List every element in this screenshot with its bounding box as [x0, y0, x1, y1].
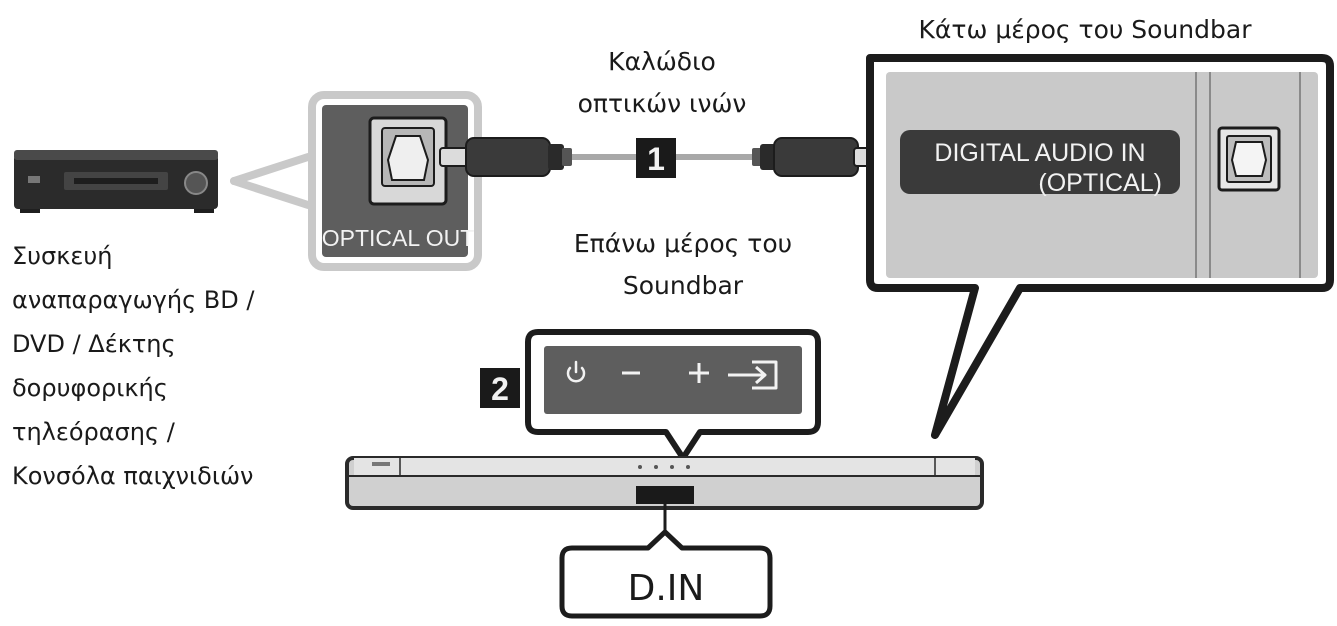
- soundbar-illustration: [345, 456, 984, 510]
- digital-audio-in-label-line2: (OPTICAL): [1038, 169, 1162, 197]
- top-of-soundbar-label-line2: Soundbar: [623, 271, 744, 300]
- bd-player-illustration: [14, 150, 218, 213]
- power-icon: [566, 360, 586, 383]
- step-1-number: 1: [647, 141, 665, 177]
- device-line-3: DVD / Δέκτης: [12, 330, 176, 358]
- device-line-2: αναπαραγωγής BD /: [12, 286, 255, 314]
- soundbar-controls-callout: [525, 329, 821, 461]
- optical-cable: [439, 137, 885, 177]
- step-2-badge: 2: [480, 368, 520, 408]
- device-line-1: Συσκευή: [12, 242, 112, 270]
- device-description: Συσκευή αναπαραγωγής BD / DVD / Δέκτης δ…: [12, 242, 255, 490]
- digital-audio-in-label-line1: DIGITAL AUDIO IN: [934, 139, 1145, 167]
- volume-up-icon: [689, 363, 709, 383]
- bottom-of-soundbar-label: Κάτω μέρος του Soundbar: [919, 15, 1253, 44]
- optical-out-callout: OPTICAL OUT: [230, 91, 482, 271]
- cable-label-line1: Καλώδιο: [608, 47, 716, 76]
- source-input-icon: [728, 360, 778, 390]
- cable-label-line2: οπτικών ινών: [578, 89, 747, 118]
- display-callout: D.IN: [559, 504, 773, 619]
- step-2-number: 2: [491, 371, 509, 407]
- device-line-6: Κονσόλα παιχνιδιών: [12, 462, 253, 490]
- device-line-4: δορυφορικής: [12, 374, 168, 402]
- soundbar-bottom-callout: DIGITAL AUDIO IN (OPTICAL): [866, 54, 1334, 439]
- device-line-5: τηλεόρασης /: [12, 418, 176, 446]
- top-of-soundbar-label-line1: Επάνω μέρος του: [574, 229, 792, 258]
- display-text: D.IN: [628, 568, 705, 609]
- optical-out-label: OPTICAL OUT: [322, 225, 475, 251]
- step-1-badge: 1: [636, 138, 676, 178]
